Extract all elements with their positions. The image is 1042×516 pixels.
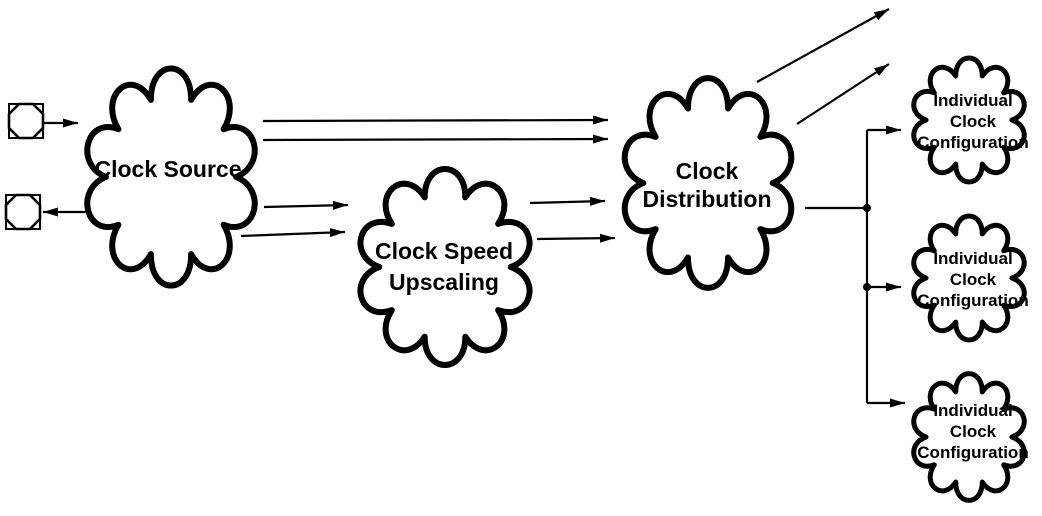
crystal-oscillator-icon (7, 102, 45, 140)
config-2-label-line3: Configuration (917, 291, 1028, 310)
arrow-source-to-distribution-1 (262, 115, 609, 125)
clock-speed-upscaling-label-line1: Clock Speed (375, 238, 513, 264)
arrow-upscaling-to-distribution-1 (529, 196, 606, 206)
oscillator-1-octagon (7, 102, 45, 140)
config-3-label-line2: Clock (950, 422, 997, 441)
node-clock-source: Clock Source (87, 68, 254, 285)
arrow-source-to-upscaling-2 (240, 228, 346, 238)
node-clock-speed-upscaling: Clock Speed Upscaling (360, 169, 529, 365)
config-2-label-line1: Individual (933, 249, 1012, 268)
arrow-distribution-output-2 (796, 63, 890, 125)
node-individual-clock-configuration-3: Individual Clock Configuration (912, 372, 1029, 502)
oscillator-2-octagon (4, 193, 42, 231)
clock-distribution-label-line2: Distribution (642, 186, 771, 212)
crystal-oscillator-icon (4, 193, 42, 231)
clock-speed-upscaling-cloud (360, 169, 529, 365)
arrow-source-to-distribution-2 (262, 134, 609, 144)
config-1-label-line1: Individual (933, 91, 1012, 110)
config-1-label-line2: Clock (950, 112, 997, 131)
config-3-label-line1: Individual (933, 401, 1012, 420)
bus-junction-dot-1 (863, 204, 871, 212)
bus-junction-dot-2 (863, 283, 871, 291)
clock-distribution-label-line1: Clock (676, 158, 739, 184)
arrow-upscaling-to-distribution-2 (536, 233, 616, 243)
config-3-label-line3: Configuration (917, 443, 1028, 462)
node-individual-clock-configuration-1: Individual Clock Configuration (912, 56, 1029, 184)
clock-source-label: Clock Source (95, 156, 242, 182)
clock-speed-upscaling-label-line2: Upscaling (389, 269, 499, 295)
config-1-label-line3: Configuration (917, 133, 1028, 152)
config-2-label-line2: Clock (950, 270, 997, 289)
arrow-source-to-upscaling-1 (263, 200, 349, 210)
node-clock-distribution: Clock Distribution (625, 78, 792, 288)
node-individual-clock-configuration-2: Individual Clock Configuration (912, 214, 1029, 342)
arrow-distribution-output-1 (756, 8, 890, 83)
